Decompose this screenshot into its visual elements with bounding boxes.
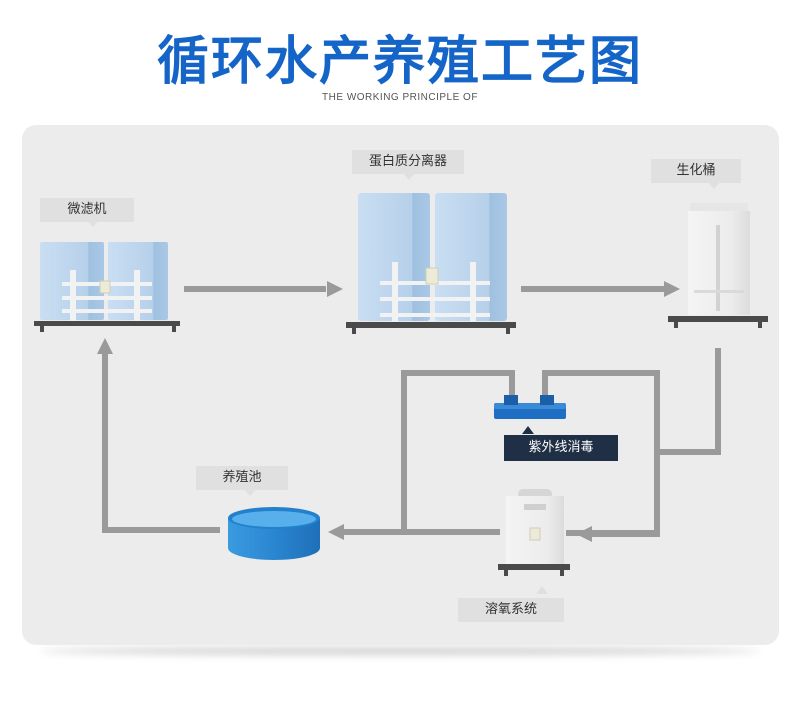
label-uv-sterilizer: 紫外线消毒 (504, 435, 618, 461)
microfilter-machine (34, 242, 180, 332)
breeding-pool-tank (228, 507, 320, 560)
pipe-network (102, 286, 721, 537)
label-bio-bucket: 生化桶 (651, 159, 741, 183)
arrow-left-pool (328, 524, 344, 540)
uv-sterilizer-device (494, 395, 566, 434)
arrow-right-2 (664, 281, 680, 297)
arrow-up-microfilter (97, 338, 113, 354)
label-breeding-pool: 养殖池 (196, 466, 288, 490)
arrow-right-1 (327, 281, 343, 297)
pointer-pool (243, 488, 257, 496)
arrow-heads (97, 281, 680, 542)
pipe-uv-return (401, 370, 515, 532)
bio-bucket-machine (668, 203, 768, 328)
pointer-bio (707, 181, 721, 189)
protein-skimmer-machine (346, 193, 516, 334)
label-protein-skimmer: 蛋白质分离器 (352, 150, 464, 174)
oxygen-system-machine (498, 489, 570, 594)
label-microfilter: 微滤机 (40, 198, 134, 222)
pipe-uv-loop (542, 370, 660, 536)
page-title: 循环水产养殖工艺图 (156, 32, 643, 92)
panel-shadow (40, 647, 760, 655)
label-oxygen-system: 溶氧系统 (458, 598, 564, 622)
arrow-left-oxygen (576, 526, 592, 542)
pointer-skimmer (402, 172, 416, 180)
pipe-pool-to-microfilter (102, 352, 220, 533)
page-subtitle: THE WORKING PRINCIPLE OF (322, 92, 478, 103)
